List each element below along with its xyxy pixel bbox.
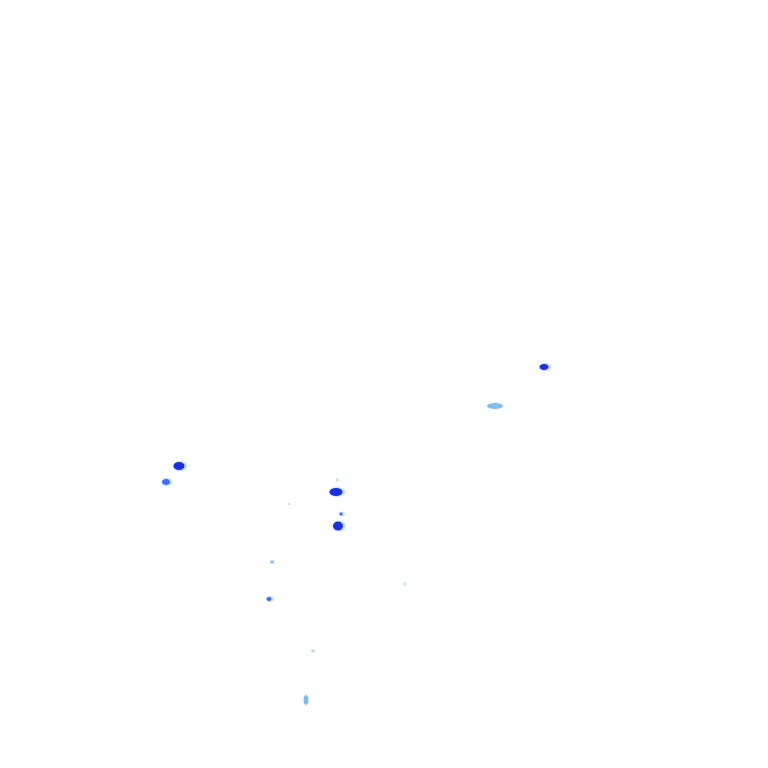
precipitation-echo xyxy=(161,478,173,486)
echo-shape xyxy=(329,488,343,496)
precipitation-echo xyxy=(311,649,315,653)
precipitation-echo xyxy=(266,596,274,602)
precipitation-echo xyxy=(287,503,291,505)
precipitation-echo xyxy=(403,582,407,586)
echo-shape xyxy=(270,560,274,564)
echo-shape xyxy=(487,403,503,409)
precipitation-echo xyxy=(487,403,503,409)
echo-shape xyxy=(539,364,549,370)
echo-shape xyxy=(287,503,291,505)
precipitation-echo xyxy=(173,461,187,471)
echo-shape xyxy=(311,649,315,653)
echo-shape xyxy=(335,478,339,482)
precipitation-echo xyxy=(303,695,309,705)
precipitation-echo xyxy=(332,520,346,532)
echo-shape xyxy=(173,462,185,470)
echo-shape xyxy=(266,597,272,601)
precipitation-echo xyxy=(329,487,345,497)
precipitation-echo xyxy=(539,363,551,371)
echo-shape xyxy=(303,695,309,705)
precipitation-echo xyxy=(270,560,274,564)
precipitation-echo xyxy=(335,478,339,482)
echo-shape xyxy=(339,512,343,516)
echo-shape xyxy=(403,582,407,586)
echo-shape xyxy=(333,521,343,531)
echo-shape xyxy=(162,479,170,485)
precipitation-echo xyxy=(339,511,345,517)
